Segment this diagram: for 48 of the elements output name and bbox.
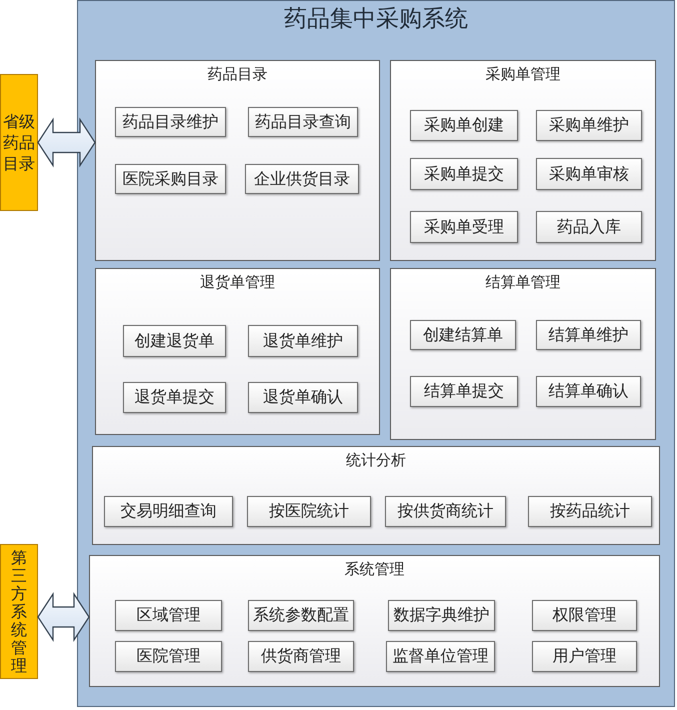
panel-heading: 退货单管理 (200, 273, 275, 291)
double-arrow (37, 592, 90, 642)
system-title: 药品集中采购系统 (284, 5, 468, 33)
function-box: 采购单审核 (536, 158, 642, 190)
function-box: 系统参数配置 (248, 600, 354, 631)
panel-heading: 系统管理 (344, 560, 404, 578)
function-box: 按医院统计 (247, 496, 371, 527)
module-panel (89, 555, 660, 687)
system-frame (77, 0, 675, 707)
panel-heading: 采购单管理 (486, 65, 560, 83)
module-panel (390, 268, 656, 440)
function-box: 创建结算单 (410, 320, 516, 350)
external-system-box: 第三方系统管理 (0, 544, 38, 679)
function-box: 药品入库 (536, 211, 642, 243)
function-box: 退货单确认 (248, 382, 358, 413)
panel-heading: 结算单管理 (486, 273, 560, 291)
function-box: 退货单提交 (123, 382, 226, 413)
function-box: 供货商管理 (248, 641, 354, 672)
function-box: 采购单提交 (410, 158, 518, 190)
double-arrow (37, 117, 96, 168)
function-box: 采购单受理 (410, 211, 518, 243)
function-box: 医院采购目录 (115, 164, 226, 194)
external-system-box: 省级药品目录 (0, 74, 38, 211)
function-box: 区域管理 (115, 600, 222, 631)
function-box: 退货单维护 (248, 325, 358, 357)
function-box: 按药品统计 (528, 496, 652, 527)
module-panel (390, 60, 656, 261)
panel-heading: 药品目录 (208, 65, 268, 83)
function-box: 结算单维护 (536, 320, 641, 350)
function-box: 权限管理 (532, 600, 637, 631)
function-box: 监督单位管理 (386, 641, 495, 672)
function-box: 按供货商统计 (385, 496, 506, 527)
module-panel (92, 446, 660, 545)
panel-heading: 统计分析 (346, 451, 406, 469)
function-box: 药品目录维护 (115, 107, 226, 137)
function-box: 药品目录查询 (248, 107, 358, 137)
function-box: 创建退货单 (123, 325, 226, 357)
function-box: 结算单确认 (536, 376, 641, 407)
function-box: 采购单创建 (410, 110, 518, 141)
function-box: 数据字典维护 (388, 600, 495, 631)
function-box: 采购单维护 (536, 110, 642, 141)
module-panel (95, 60, 380, 261)
module-panel (95, 268, 380, 435)
function-box: 企业供货目录 (245, 164, 359, 194)
function-box: 交易明细查询 (104, 496, 233, 527)
function-box: 结算单提交 (410, 376, 518, 407)
function-box: 医院管理 (115, 641, 222, 672)
function-box: 用户管理 (532, 641, 637, 672)
